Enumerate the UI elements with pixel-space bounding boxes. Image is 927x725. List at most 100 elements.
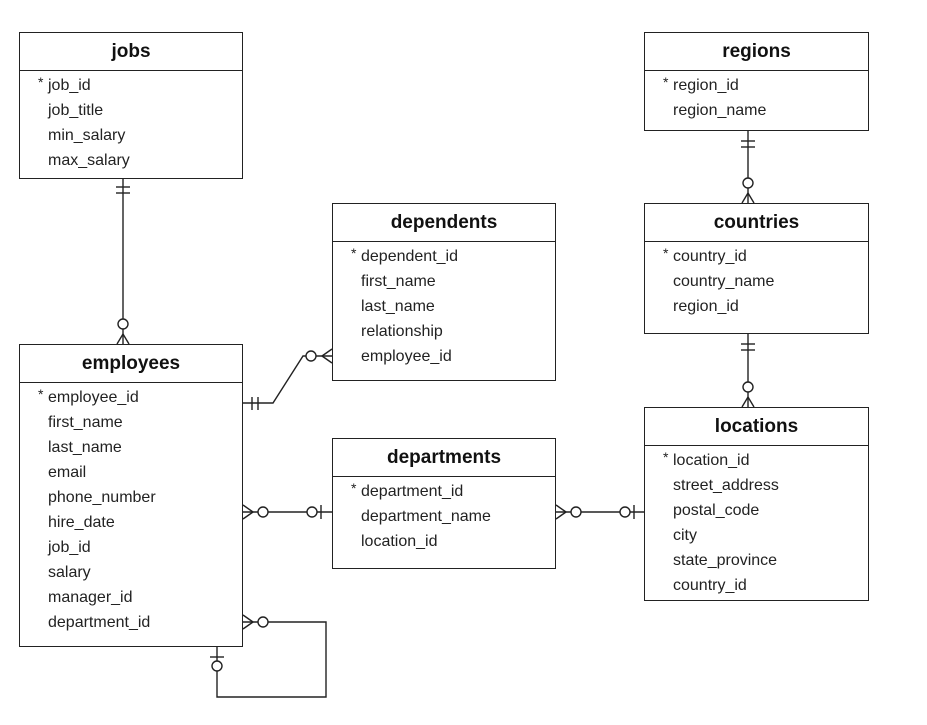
- entity-regions[interactable]: regions *region_id region_name: [644, 32, 869, 131]
- attribute-list: *region_id region_name: [645, 71, 868, 123]
- attribute-name: country_id: [673, 577, 747, 594]
- attribute-row: phone_number: [20, 485, 242, 510]
- entity-title: jobs: [20, 33, 242, 71]
- attribute-name: relationship: [361, 323, 443, 340]
- attribute-name: last_name: [48, 439, 122, 456]
- attribute-name: manager_id: [48, 589, 133, 606]
- attribute-name: department_name: [361, 508, 491, 525]
- attribute-row: department_id: [20, 610, 242, 635]
- relationship-departments-employees: [242, 504, 332, 520]
- attribute-row: *region_id: [645, 73, 868, 98]
- attribute-name: job_title: [48, 102, 104, 119]
- attribute-row: job_id: [20, 535, 242, 560]
- attribute-row: *country_id: [645, 244, 868, 269]
- relationship-employees-manager: [210, 614, 327, 698]
- primary-key-marker: *: [663, 74, 669, 90]
- attribute-name: department_id: [48, 614, 151, 631]
- entity-title: locations: [645, 408, 868, 446]
- entity-title: countries: [645, 204, 868, 242]
- relationship-regions-countries: [741, 131, 755, 204]
- attribute-row: street_address: [645, 473, 868, 498]
- attribute-row: *location_id: [645, 448, 868, 473]
- entity-title: dependents: [333, 204, 555, 242]
- attribute-name: region_name: [673, 102, 767, 119]
- relationship-countries-locations: [741, 334, 755, 408]
- attribute-row: relationship: [333, 319, 555, 344]
- attribute-row: location_id: [333, 529, 555, 554]
- attribute-row: employee_id: [333, 344, 555, 369]
- attribute-name: employee_id: [48, 389, 139, 406]
- attribute-row: city: [645, 523, 868, 548]
- attribute-name: min_salary: [48, 127, 126, 144]
- attribute-row: salary: [20, 560, 242, 585]
- attribute-name: location_id: [361, 533, 438, 550]
- attribute-name: country_id: [673, 248, 747, 265]
- attribute-name: email: [48, 464, 87, 481]
- attribute-name: postal_code: [673, 502, 760, 519]
- attribute-list: *department_id department_name location_id: [333, 477, 555, 554]
- attribute-list: *country_id country_name region_id: [645, 242, 868, 319]
- entity-title: regions: [645, 33, 868, 71]
- primary-key-marker: *: [351, 245, 357, 261]
- attribute-name: hire_date: [48, 514, 115, 531]
- attribute-row: region_name: [645, 98, 868, 123]
- attribute-name: phone_number: [48, 489, 156, 506]
- attribute-row: country_name: [645, 269, 868, 294]
- relationship-locations-departments: [555, 504, 644, 520]
- attribute-name: first_name: [361, 273, 436, 290]
- primary-key-marker: *: [663, 245, 669, 261]
- attribute-row: *job_id: [20, 73, 242, 98]
- primary-key-marker: *: [38, 386, 44, 402]
- attribute-name: employee_id: [361, 348, 452, 365]
- entity-countries[interactable]: countries *country_id country_name region_…: [644, 203, 869, 334]
- entity-departments[interactable]: departments *department_id department_nam…: [332, 438, 556, 569]
- entity-dependents[interactable]: dependents *dependent_id first_name last_n…: [332, 203, 556, 381]
- attribute-name: job_id: [48, 539, 91, 556]
- attribute-row: first_name: [333, 269, 555, 294]
- relationship-jobs-employees: [116, 179, 130, 345]
- attribute-row: *dependent_id: [333, 244, 555, 269]
- attribute-name: region_id: [673, 298, 739, 315]
- relationship-employees-dependents: [243, 348, 333, 410]
- attribute-name: street_address: [673, 477, 779, 494]
- attribute-name: department_id: [361, 483, 464, 500]
- primary-key-marker: *: [351, 480, 357, 496]
- entity-employees[interactable]: employees *employee_id first_name last_nam…: [19, 344, 243, 647]
- attribute-row: last_name: [20, 435, 242, 460]
- entity-title: employees: [20, 345, 242, 383]
- attribute-name: location_id: [673, 452, 750, 469]
- attribute-row: min_salary: [20, 123, 242, 148]
- attribute-name: region_id: [673, 77, 739, 94]
- attribute-list: *job_id job_title min_salary max_salary: [20, 71, 242, 173]
- attribute-row: job_title: [20, 98, 242, 123]
- attribute-name: job_id: [48, 77, 91, 94]
- attribute-row: region_id: [645, 294, 868, 319]
- attribute-row: email: [20, 460, 242, 485]
- attribute-row: country_id: [645, 573, 868, 598]
- attribute-name: city: [673, 527, 697, 544]
- entity-jobs[interactable]: jobs *job_id job_title min_salary max_salar…: [19, 32, 243, 179]
- attribute-name: dependent_id: [361, 248, 458, 265]
- primary-key-marker: *: [38, 74, 44, 90]
- attribute-row: state_province: [645, 548, 868, 573]
- attribute-row: *department_id: [333, 479, 555, 504]
- attribute-row: *employee_id: [20, 385, 242, 410]
- primary-key-marker: *: [663, 449, 669, 465]
- attribute-row: postal_code: [645, 498, 868, 523]
- attribute-row: hire_date: [20, 510, 242, 535]
- attribute-name: state_province: [673, 552, 778, 569]
- attribute-name: country_name: [673, 273, 775, 290]
- attribute-list: *dependent_id first_name last_name relation…: [333, 242, 555, 369]
- attribute-row: last_name: [333, 294, 555, 319]
- entity-title: departments: [333, 439, 555, 477]
- attribute-name: salary: [48, 564, 91, 581]
- attribute-row: manager_id: [20, 585, 242, 610]
- attribute-row: first_name: [20, 410, 242, 435]
- attribute-name: first_name: [48, 414, 123, 431]
- attribute-name: max_salary: [48, 152, 130, 169]
- attribute-name: last_name: [361, 298, 435, 315]
